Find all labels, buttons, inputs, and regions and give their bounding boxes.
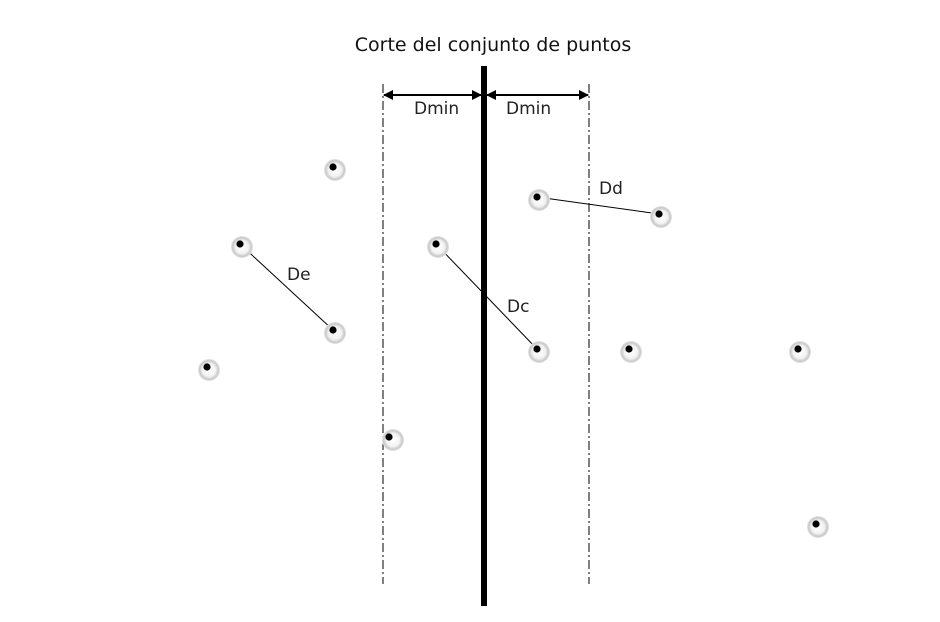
point bbox=[528, 341, 550, 363]
point bbox=[789, 341, 811, 363]
dd-segment bbox=[536, 196, 660, 215]
dmin-right-label: Dmin bbox=[506, 99, 551, 119]
dmin-left-label: Dmin bbox=[414, 99, 459, 119]
point bbox=[427, 236, 449, 258]
dd-label: Dd bbox=[599, 179, 623, 199]
point bbox=[807, 516, 829, 538]
de-label: De bbox=[287, 265, 311, 285]
point bbox=[198, 359, 220, 381]
point bbox=[528, 189, 550, 211]
point bbox=[620, 341, 642, 363]
dc-segment bbox=[435, 243, 538, 350]
de-segment bbox=[239, 243, 334, 331]
point bbox=[231, 236, 253, 258]
point bbox=[324, 322, 346, 344]
point bbox=[650, 206, 672, 228]
point bbox=[324, 159, 346, 181]
dc-label: Dc bbox=[507, 297, 529, 317]
diagram-title: Corte del conjunto de puntos bbox=[354, 34, 632, 56]
point bbox=[382, 429, 404, 451]
